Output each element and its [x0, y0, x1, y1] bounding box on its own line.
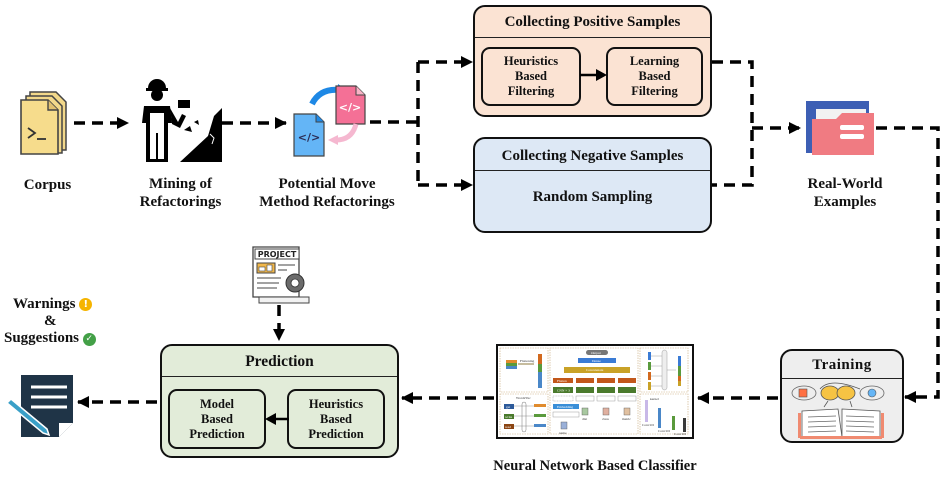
negative-samples-title: Collecting Negative Samples — [475, 139, 710, 171]
negative-samples-box: Collecting Negative Samples Random Sampl… — [473, 137, 712, 233]
potential-node: </> </> — [290, 84, 372, 160]
arrow-heuristics-to-model — [265, 413, 289, 425]
word-write: write — [505, 415, 513, 419]
output-text: Output — [591, 351, 601, 355]
conv1d-text-2: Conv1D — [658, 429, 670, 433]
mining-label-line1: Mining of — [149, 176, 212, 192]
cnn-text: CNN × 3 — [557, 389, 570, 393]
folder-icon — [806, 101, 874, 155]
random-sampling-label: Random Sampling — [532, 189, 653, 205]
suggestions-label: Suggestions — [4, 330, 80, 346]
potential-label: Potential Move Method Refactorings — [248, 175, 406, 211]
file-class-text: class — [602, 417, 609, 421]
step-line: Prediction — [308, 426, 364, 441]
svg-text:</>: </> — [339, 101, 361, 114]
heuristics-filtering-step: Heuristics Based Filtering — [481, 47, 581, 106]
classifier-diagram: Flattening Word2Vec get write read Outpu… — [496, 344, 694, 439]
terminal-files-icon — [20, 91, 67, 155]
project-settings-icon: PROJECT — [252, 246, 310, 304]
concatenate-text: Concatenate — [586, 368, 604, 372]
real-world-label-line1: Real-World — [807, 176, 883, 192]
flatten-text: Flatten — [557, 379, 567, 383]
code-files-exchange-icon: </> </> — [293, 84, 366, 157]
project-node: PROJECT — [251, 245, 311, 305]
step-line: Prediction — [189, 426, 245, 441]
real-world-label-line2: Examples — [813, 194, 877, 210]
arrow-realworld-to-training — [876, 126, 940, 403]
machine-learning-book-icon — [791, 382, 885, 439]
neural-network-architecture-icon: Flattening Word2Vec get write read Outpu… — [499, 347, 689, 436]
project-label: PROJECT — [258, 250, 297, 259]
word2vec-text: Word2Vec — [516, 396, 531, 400]
step-line: Heuristics — [503, 54, 559, 68]
step-line: Model — [199, 396, 234, 411]
embedding-text: Embedding — [557, 405, 573, 409]
corpus-node — [18, 90, 74, 156]
classifier-label: Neural Network Based Classifier — [493, 458, 697, 474]
file-metric-text: metric — [622, 417, 631, 421]
output-document-node — [5, 373, 75, 439]
word-read: read — [505, 425, 511, 429]
heuristics-prediction-step: Heuristics Based Prediction — [287, 389, 385, 449]
potential-label-line1: Potential Move — [278, 176, 376, 192]
prediction-title: Prediction — [162, 346, 397, 377]
conv1d-text-3: Conv1D — [674, 432, 686, 436]
warning-icon: ! — [79, 298, 93, 311]
step-line: Based — [638, 69, 671, 83]
kernel-text: kernel — [650, 397, 659, 401]
step-line: Based — [320, 411, 352, 426]
step-line: Based — [201, 411, 233, 426]
training-box: Training — [780, 349, 904, 443]
dense-text: Dense — [592, 359, 601, 363]
arrow-positive-to-merge — [712, 60, 754, 187]
file-name-text: name — [559, 431, 567, 435]
real-world-label: Real-World Examples — [790, 175, 900, 211]
arrow-heuristics-to-learning — [580, 69, 607, 81]
mining-node — [134, 78, 224, 164]
step-line: Filtering — [631, 84, 678, 98]
real-world-node — [806, 101, 874, 155]
training-title: Training — [782, 351, 902, 379]
warnings-label: Warnings — [13, 296, 76, 312]
mining-label-line2: Refactorings — [139, 194, 222, 210]
learning-filtering-step: Learning Based Filtering — [606, 47, 703, 106]
word-get: get — [506, 405, 510, 409]
step-line: Filtering — [507, 84, 555, 98]
step-line: Heuristics — [308, 396, 364, 411]
warnings-suggestions: Warnings ! & Suggestions ✓ — [4, 296, 114, 347]
step-line: Learning — [629, 54, 680, 68]
ampersand: & — [44, 313, 57, 329]
file-dist-text: dist — [582, 417, 587, 421]
flattening-text: Flattening — [520, 359, 534, 363]
model-prediction-step: Model Based Prediction — [168, 389, 266, 449]
document-edit-icon — [5, 375, 73, 437]
positive-samples-title: Collecting Positive Samples — [475, 7, 710, 38]
mining-label: Mining of Refactorings — [128, 175, 233, 211]
check-icon: ✓ — [82, 333, 96, 346]
potential-label-line2: Method Refactorings — [259, 194, 395, 210]
miner-icon — [142, 79, 222, 162]
conv1d-text-1: Conv1D — [642, 423, 654, 427]
corpus-label: Corpus — [23, 177, 72, 193]
svg-text:</>: </> — [298, 131, 320, 144]
step-line: Based — [515, 69, 547, 83]
